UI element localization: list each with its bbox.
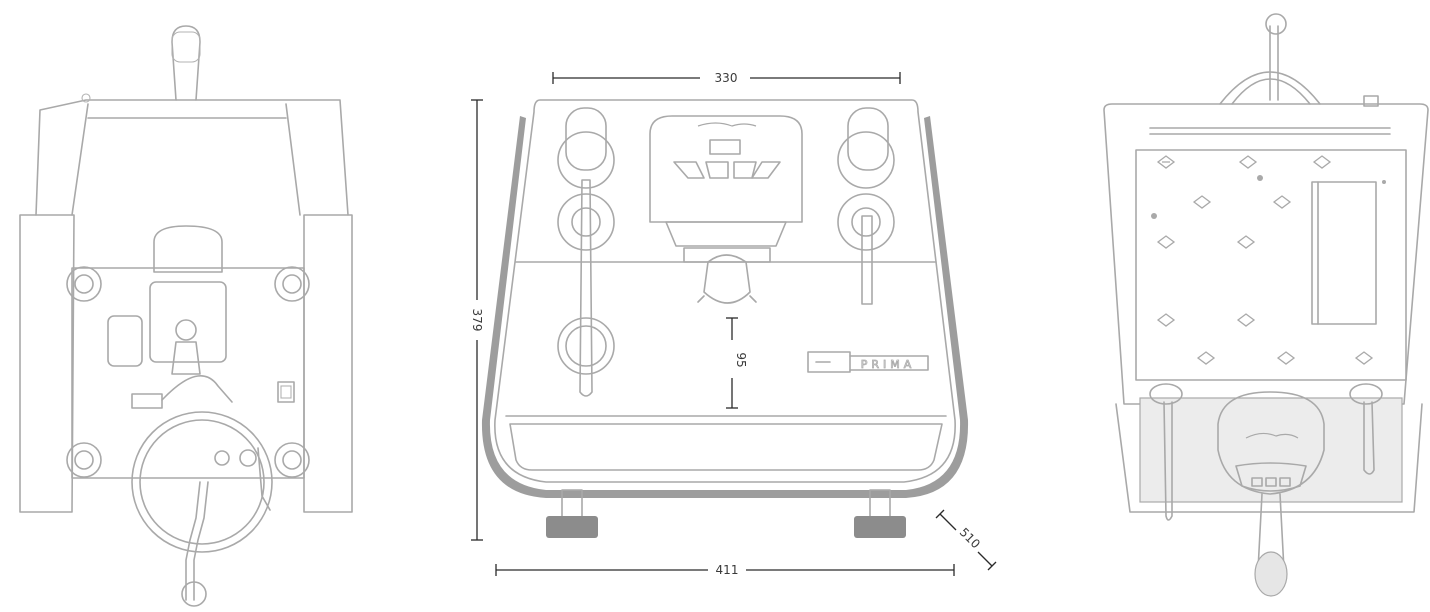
dimension-top-width: 330	[552, 71, 901, 85]
dimension-label-330: 330	[715, 71, 738, 85]
dimension-height: 379	[470, 99, 484, 541]
prima-label: PRIMA	[861, 358, 916, 371]
top-view	[1103, 13, 1429, 597]
side-panel-trim	[481, 116, 969, 498]
rear-view	[19, 25, 353, 607]
grille	[1139, 397, 1403, 503]
dimension-group-clearance: 95	[726, 317, 748, 409]
front-view: 330 379	[470, 71, 997, 577]
mounting-holes	[1156, 155, 1374, 365]
dimension-label-379: 379	[470, 309, 484, 332]
machine-feet	[546, 489, 906, 538]
rear-wheel	[66, 266, 310, 478]
dimension-label-95: 95	[734, 352, 748, 367]
dimension-label-510: 510	[957, 525, 983, 551]
dimension-label-411: 411	[716, 563, 739, 577]
dimension-bottom-width: 411	[495, 563, 955, 577]
brand-badge: PRIMA	[807, 351, 929, 373]
dimension-depth: 510	[935, 509, 997, 571]
